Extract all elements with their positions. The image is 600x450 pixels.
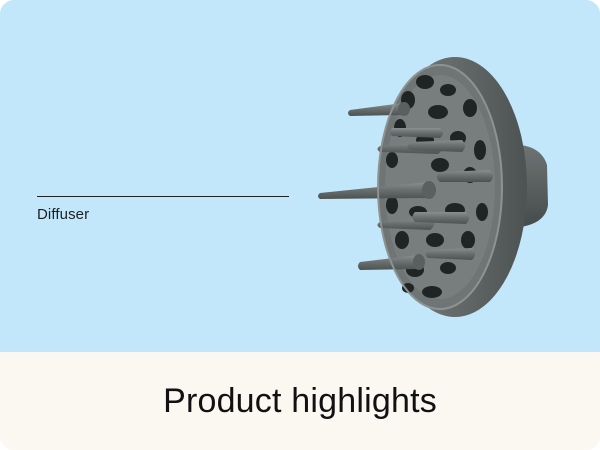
- callout-label: Diffuser: [37, 206, 90, 223]
- card-footer: Product highlights: [0, 352, 600, 450]
- footer-title: Product highlights: [163, 381, 437, 420]
- diffuser-attachment-icon: [318, 57, 548, 317]
- callout-line: [37, 196, 289, 197]
- product-hero: Diffuser: [0, 0, 600, 352]
